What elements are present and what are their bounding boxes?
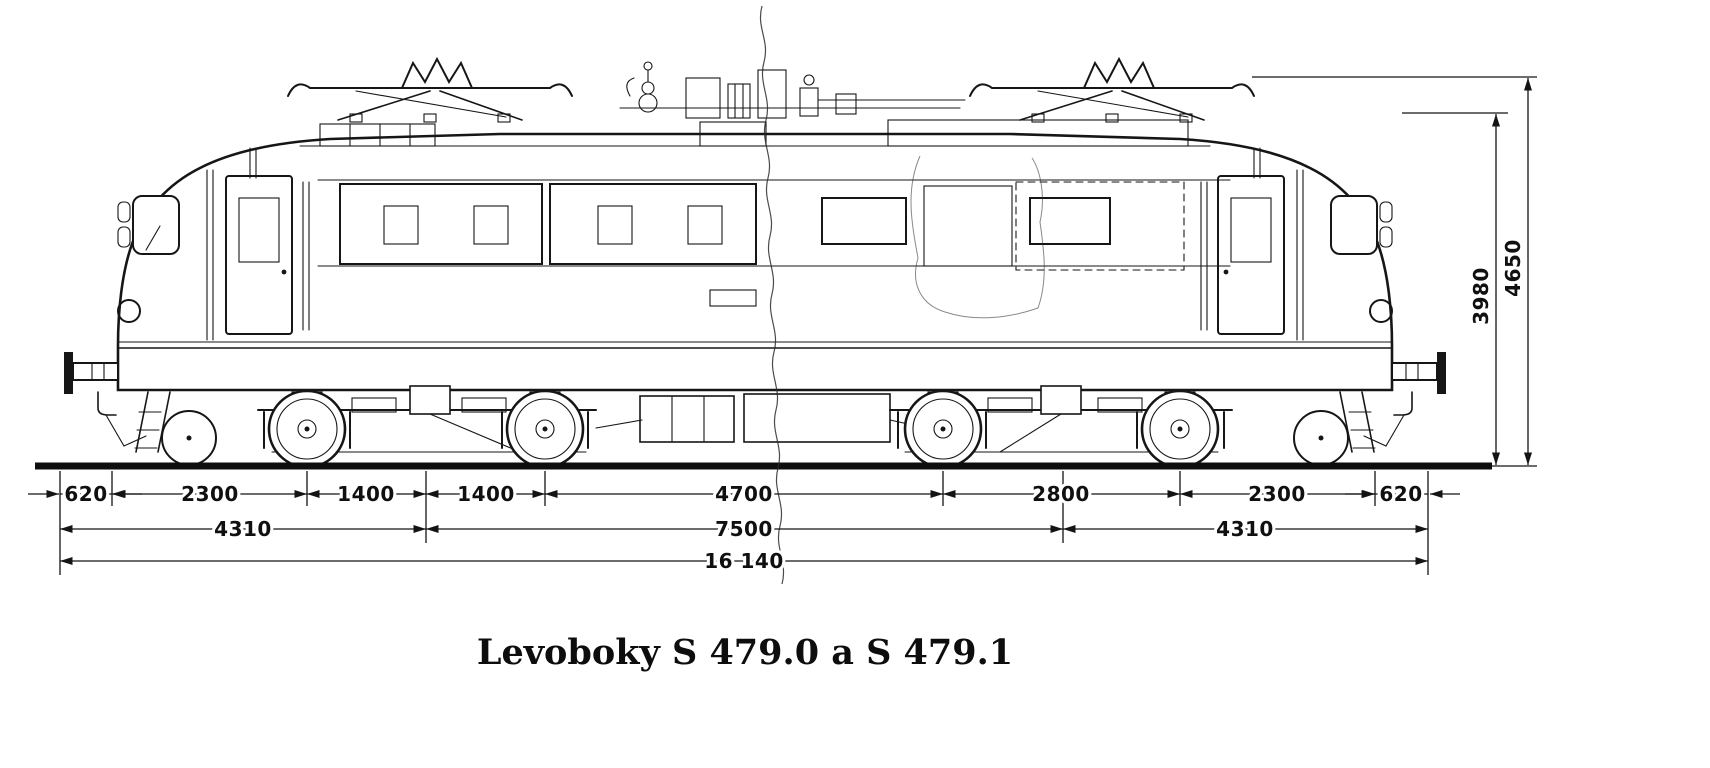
headlamp-right <box>1369 299 1393 323</box>
car-body <box>116 119 1394 392</box>
dim-label-1400-a: 1400 <box>337 482 395 506</box>
underfloor-box <box>639 395 735 443</box>
roof-hatch-panel-right <box>887 119 1189 147</box>
buffer-right <box>1363 352 1446 447</box>
end-wheel-left <box>161 410 217 466</box>
patch-outline <box>910 155 1045 319</box>
dashed-panel-outline <box>1015 181 1185 271</box>
side-plate <box>709 289 757 307</box>
collector-head-left <box>401 56 473 89</box>
cab-seam-left <box>206 169 214 341</box>
cab-door-right <box>1217 175 1285 335</box>
dim-label-2300-left: 2300 <box>181 482 239 506</box>
dim-label-4700: 4700 <box>715 482 773 506</box>
roof-resistor <box>685 77 721 119</box>
wheel <box>505 389 585 469</box>
cab-door-left <box>225 175 293 335</box>
underframe <box>64 352 1446 469</box>
coupler-left <box>97 391 117 416</box>
headlamp-left <box>117 299 141 323</box>
roof-coil <box>757 69 787 119</box>
buffer-left <box>64 352 147 447</box>
dim-label-roof-height: 3980 <box>1469 267 1493 325</box>
bogie-left <box>257 385 597 469</box>
battery-box <box>743 393 891 443</box>
side-window-right <box>1029 197 1111 245</box>
marker-lamps-right <box>1379 201 1393 248</box>
side-window-mid <box>821 197 907 245</box>
end-wheel-right <box>1293 410 1349 466</box>
bogie-pivot-left <box>409 385 451 415</box>
dim-label-overhang-right: 620 <box>1379 482 1422 506</box>
dim-label-2300-right: 2300 <box>1248 482 1306 506</box>
bogie-right <box>889 385 1233 469</box>
side-grille-left <box>339 183 543 265</box>
dim-label-pantograph-height: 4650 <box>1501 239 1525 297</box>
grab-rails <box>302 181 1208 331</box>
roof-seam-marks <box>249 147 1261 179</box>
cab-steps-left <box>134 391 171 453</box>
coupler-right <box>1393 391 1413 416</box>
dim-label-4310-left: 4310 <box>214 517 272 541</box>
air-horn <box>626 77 635 97</box>
roof-platform <box>299 119 1211 147</box>
dim-label-7500: 7500 <box>715 517 773 541</box>
dim-label-2800: 2800 <box>1032 482 1090 506</box>
wheel <box>903 389 983 469</box>
pantograph-right <box>969 56 1255 123</box>
windshield-left <box>132 195 180 255</box>
wiper-left <box>145 225 161 251</box>
drawing-caption: Levoboky S 479.0 a S 479.1 <box>476 632 1014 673</box>
dim-label-overhang-left: 620 <box>64 482 107 506</box>
roof-equipment <box>619 61 966 119</box>
roof-hatch-panel-left <box>699 121 767 147</box>
cab-seam-right <box>1296 169 1304 341</box>
pantograph-left <box>287 56 573 123</box>
wheel <box>267 389 347 469</box>
vent-grille-patch <box>923 185 1013 267</box>
horizontal-dimensions: 620 2300 1400 1400 4700 2800 2300 620 43… <box>28 471 1460 576</box>
vertical-dimensions: 3980 4650 <box>1252 76 1537 467</box>
dim-label-1400-b: 1400 <box>457 482 515 506</box>
side-grille-center <box>549 183 757 265</box>
windshield-right <box>1330 195 1378 255</box>
bogie-pivot-right <box>1040 385 1082 415</box>
dim-label-4310-right: 4310 <box>1216 517 1274 541</box>
collector-head-right <box>1083 56 1155 89</box>
tear-line <box>759 5 1045 585</box>
marker-lamps-left <box>117 201 131 248</box>
wheel <box>1140 389 1220 469</box>
dim-label-total-length: 16 140 <box>704 549 784 573</box>
cab-steps-right <box>1339 391 1376 453</box>
